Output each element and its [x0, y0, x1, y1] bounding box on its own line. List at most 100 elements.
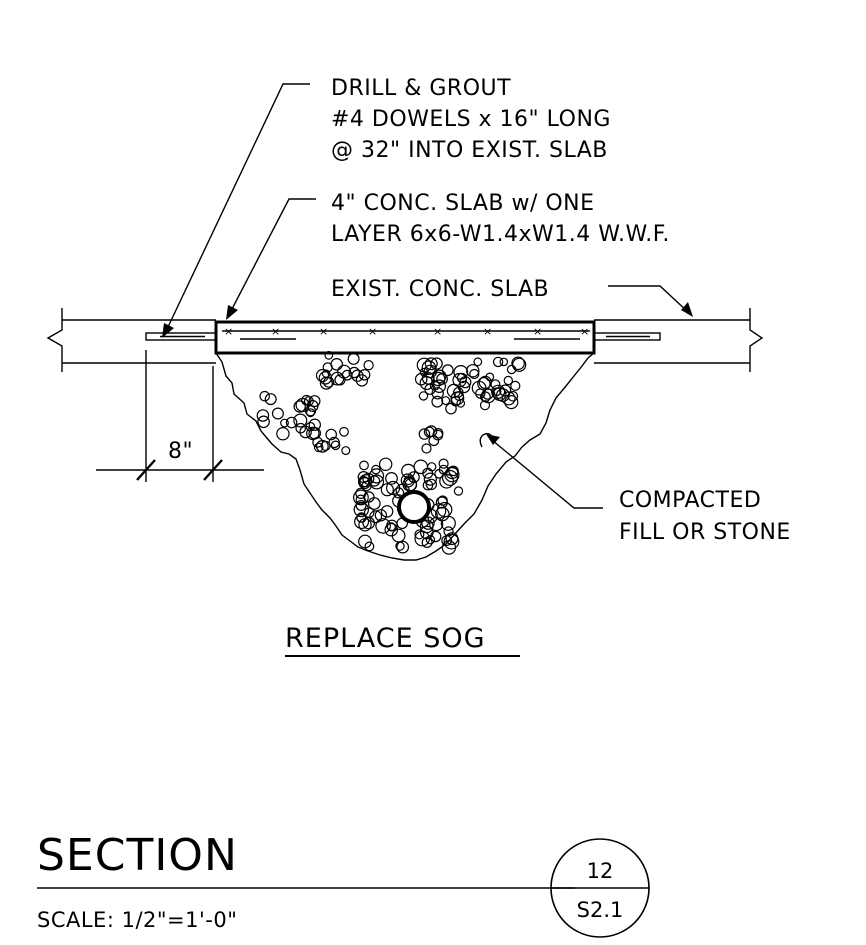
stone [306, 399, 319, 412]
stone [357, 475, 370, 488]
stone [444, 467, 460, 483]
stone [380, 505, 394, 518]
detail-number: 12 [587, 859, 614, 883]
new-concrete-slab: ×××××××× [214, 320, 596, 355]
stone [324, 350, 334, 360]
stone [422, 479, 434, 491]
stone [442, 469, 459, 486]
stone [313, 442, 324, 453]
note-slab-line1: 4" CONC. SLAB w/ ONE [331, 191, 595, 216]
stone [379, 457, 393, 471]
notes: DRILL & GROUT #4 DOWELS x 16" LONG @ 32"… [331, 76, 790, 545]
stone [453, 365, 469, 380]
stone [429, 516, 444, 532]
stone [364, 541, 375, 552]
stone [293, 400, 306, 413]
stone [295, 397, 310, 413]
stone [437, 501, 453, 518]
stone [393, 487, 405, 499]
stone [354, 514, 370, 530]
stone [334, 374, 346, 386]
stone [431, 371, 446, 387]
wwf-mark: × [433, 325, 442, 338]
stone [257, 415, 270, 429]
stone [374, 509, 388, 522]
note-dowel-line1: DRILL & GROUT [331, 76, 511, 101]
detail-title-text: REPLACE SOG [285, 623, 486, 654]
stone [391, 528, 406, 543]
drain-pipe [397, 490, 431, 524]
wwf-mark: × [224, 325, 233, 338]
existing-slab [46, 308, 764, 372]
section-title: SECTION [37, 830, 238, 881]
stone [485, 372, 495, 382]
note-dowel-line2: #4 DOWELS x 16" LONG [331, 107, 611, 132]
stone [375, 518, 391, 534]
stone [308, 418, 321, 431]
stone [264, 393, 277, 406]
stone [271, 407, 284, 420]
leader-lines [162, 83, 693, 509]
stone [293, 413, 308, 428]
stone [280, 418, 289, 428]
stone [510, 380, 521, 391]
stone [473, 357, 483, 367]
stone [312, 436, 324, 448]
stone [441, 364, 454, 377]
stone [322, 362, 333, 373]
stone [430, 357, 443, 370]
stone [421, 536, 433, 548]
stone [408, 471, 420, 484]
stone [425, 478, 438, 491]
detail-title: REPLACE SOG [285, 623, 520, 657]
stone [276, 427, 290, 441]
excavation-outline [215, 352, 595, 561]
stone [285, 416, 298, 429]
stone-fill [256, 350, 527, 555]
stone [359, 460, 369, 471]
dimension-text: 8" [168, 439, 193, 464]
stone [315, 368, 330, 383]
stone [358, 368, 371, 381]
stone [445, 466, 459, 480]
stone [507, 390, 519, 402]
stone [440, 515, 456, 531]
stone [259, 390, 270, 402]
stone [504, 395, 519, 410]
stone [452, 372, 467, 388]
stone [431, 395, 444, 408]
stone [432, 379, 446, 393]
stone [499, 357, 509, 367]
stone [371, 464, 381, 475]
stone [511, 356, 525, 371]
stone [421, 443, 432, 454]
wwf-mark: × [580, 325, 589, 338]
stone [295, 422, 306, 434]
stone [396, 540, 410, 554]
stone [369, 474, 385, 490]
stone [418, 391, 429, 401]
stone [347, 352, 360, 365]
stone [482, 388, 494, 400]
section-title-block: SECTION SCALE: 1/2"=1'-0" 12 S2.1 [37, 830, 650, 938]
stone [477, 377, 491, 391]
stone [506, 364, 517, 375]
wwf-mark: × [271, 325, 280, 338]
stone [456, 398, 466, 408]
stone [256, 409, 270, 422]
stone [414, 529, 425, 540]
wwf-mark: × [533, 325, 542, 338]
stone [452, 387, 464, 398]
stone [337, 364, 352, 379]
stone [441, 540, 457, 555]
stone [358, 518, 372, 532]
stone [423, 472, 437, 486]
stone [325, 428, 337, 441]
stone [479, 400, 491, 411]
stone [351, 369, 364, 382]
wwf-mark: × [319, 325, 328, 338]
stone [339, 426, 349, 437]
wwf-mark: × [483, 325, 492, 338]
stone [419, 367, 429, 377]
